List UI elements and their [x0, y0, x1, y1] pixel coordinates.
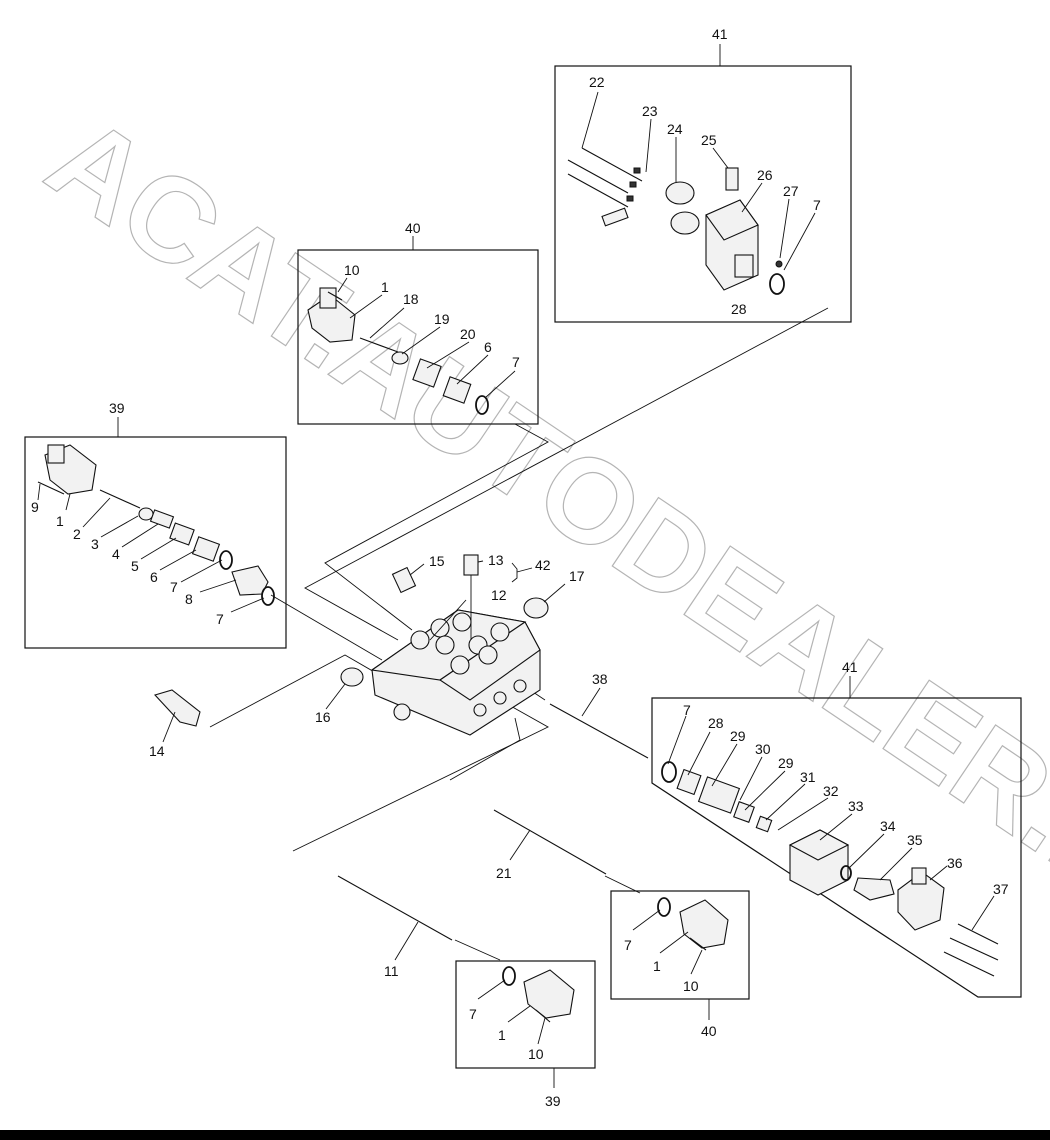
part-label-31: 31	[800, 769, 816, 785]
part-label-23: 23	[642, 103, 658, 119]
part-label-11: 11	[384, 963, 399, 979]
spool-11	[337, 875, 453, 941]
part-label-33: 33	[848, 798, 864, 814]
part-14-sensor	[153, 689, 201, 727]
part-label-32: 32	[823, 783, 839, 799]
part-label-20: 20	[460, 326, 476, 342]
group-label-39-left: 39	[109, 400, 125, 416]
part-label-22: 22	[589, 74, 605, 90]
group-label-41-right: 41	[842, 659, 858, 675]
group-label-39-bottom: 39	[545, 1093, 561, 1109]
spool-21	[493, 809, 607, 875]
group-box-40-bottom	[610, 890, 750, 1000]
guide-line-21-40	[604, 875, 641, 894]
group-label-42: 42	[535, 557, 551, 573]
part-label-36: 36	[947, 855, 963, 871]
part-label-6-b: 6	[150, 569, 158, 585]
part-label-18: 18	[403, 291, 419, 307]
part-label-16: 16	[315, 709, 331, 725]
part-label-27: 27	[783, 183, 799, 199]
part-label-24: 24	[667, 121, 683, 137]
part-label-7-b: 7	[512, 354, 520, 370]
part-label-6-a: 6	[484, 339, 492, 355]
part-label-8: 8	[185, 591, 193, 607]
valve-assembly-40-top	[307, 287, 489, 415]
part-label-25: 25	[701, 132, 717, 148]
part-label-28-a: 28	[731, 301, 747, 317]
part-label-9: 9	[31, 499, 39, 515]
part-label-3: 3	[91, 536, 99, 552]
part-label-13: 13	[488, 552, 504, 568]
guide-line-40-top	[324, 423, 549, 631]
group-box-39-bottom	[455, 960, 596, 1069]
part-label-37: 37	[993, 881, 1009, 897]
part-label-7-e: 7	[683, 702, 691, 718]
part-label-28-b: 28	[708, 715, 724, 731]
part-label-38: 38	[592, 671, 608, 687]
part-label-12: 12	[491, 587, 507, 603]
part-label-4: 4	[112, 546, 120, 562]
part-label-30: 30	[755, 741, 771, 757]
part-label-15: 15	[429, 553, 445, 569]
part-label-19: 19	[434, 311, 450, 327]
part-label-35: 35	[907, 832, 923, 848]
solenoid-assembly-41-top	[567, 147, 785, 295]
guide-line-14	[209, 654, 403, 728]
part-label-7-f: 7	[624, 937, 632, 953]
part-label-5: 5	[131, 558, 139, 574]
group-label-40-bottom: 40	[701, 1023, 717, 1039]
part-17-cap	[523, 597, 549, 619]
part-label-10-a: 10	[344, 262, 360, 278]
valve-assembly-41-right	[661, 761, 999, 977]
group-box-41-right	[651, 697, 1022, 998]
part-label-2: 2	[73, 526, 81, 542]
part-label-17: 17	[569, 568, 585, 584]
valve-assembly-39-left	[37, 444, 275, 606]
main-valve-block	[370, 609, 541, 736]
valve-assembly-40-bottom	[657, 897, 729, 951]
group-box-41-top	[554, 65, 852, 323]
part-label-29-b: 29	[778, 755, 794, 771]
bottom-border-bar	[0, 1130, 1050, 1140]
part-13-plug	[463, 554, 479, 640]
guide-line-39-left	[270, 594, 383, 661]
part-label-21: 21	[496, 865, 512, 881]
guide-line-21	[449, 717, 521, 781]
part-16-cap	[340, 667, 364, 687]
group-box-40-top	[297, 249, 539, 425]
part-label-7-d: 7	[216, 611, 224, 627]
part-label-1-c: 1	[653, 958, 661, 974]
group-box-39-left	[24, 436, 287, 649]
part-label-7-a: 7	[813, 197, 821, 213]
guide-line-11-39	[454, 939, 501, 961]
part-label-34: 34	[880, 818, 896, 834]
valve-assembly-39-bottom	[502, 966, 575, 1023]
part-label-1-a: 1	[381, 279, 389, 295]
part-label-14: 14	[149, 743, 165, 759]
part-label-1-b: 1	[56, 513, 64, 529]
guide-line-11	[292, 699, 549, 852]
guide-line-41-top	[304, 307, 829, 641]
part-label-29-a: 29	[730, 728, 746, 744]
part-15-plug	[391, 566, 417, 594]
part-label-1-d: 1	[498, 1027, 506, 1043]
part-label-7-g: 7	[469, 1006, 477, 1022]
part-label-10-b: 10	[528, 1046, 544, 1062]
part-label-7-c: 7	[170, 579, 178, 595]
group-label-40-top: 40	[405, 220, 421, 236]
part-label-26: 26	[757, 167, 773, 183]
part-label-10-c: 10	[683, 978, 699, 994]
group-label-41-top: 41	[712, 26, 728, 42]
spool-38	[549, 703, 649, 759]
